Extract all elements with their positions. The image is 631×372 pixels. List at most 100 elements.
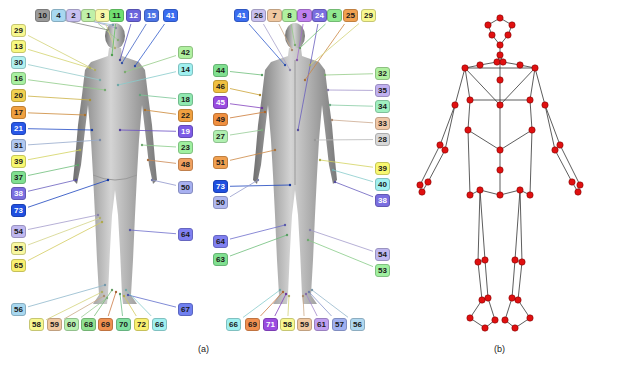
leader-line (263, 24, 290, 70)
landmark-dot (111, 54, 113, 56)
skeleton-joint (489, 32, 495, 38)
leader-line (122, 24, 146, 63)
skeleton-bone (555, 150, 578, 192)
callout-number: 59 (50, 321, 59, 329)
callout-number: 4 (56, 12, 60, 20)
callout-number: 7 (272, 12, 276, 20)
callout-number: 35 (378, 87, 387, 95)
skeleton-joint (517, 187, 523, 193)
callout-box: 56 (11, 303, 26, 316)
leader-line (298, 24, 318, 130)
callout-box: 15 (144, 9, 159, 22)
leader-line (310, 24, 359, 65)
skeleton-joint (477, 187, 483, 193)
landmark-dot (79, 149, 81, 151)
callout-number: 6 (332, 12, 336, 20)
leader-line (333, 170, 373, 182)
leader-line (291, 24, 295, 45)
landmark-dot (91, 129, 93, 131)
callout-box: 69 (98, 318, 113, 331)
callout-box: 60 (64, 318, 79, 331)
leader-line (325, 74, 373, 75)
callout-box: 57 (332, 318, 347, 331)
landmark-dot (311, 289, 313, 291)
landmark-dot (334, 181, 336, 183)
callout-box: 61 (314, 318, 329, 331)
callout-number: 23 (181, 144, 190, 152)
leader-line (312, 290, 348, 317)
landmark-dot (127, 294, 129, 296)
callout-box: 70 (116, 318, 131, 331)
landmark-dot (151, 179, 153, 181)
leader-line (309, 292, 332, 316)
leader-line (230, 89, 260, 95)
leader-line (230, 235, 287, 256)
callout-number: 70 (119, 321, 128, 329)
landmark-dot (117, 39, 119, 41)
landmark-dot (305, 293, 307, 295)
callout-box: 10 (35, 9, 50, 22)
callout-box: 42 (178, 46, 193, 59)
callout-number: 27 (216, 133, 225, 141)
landmark-dot (123, 295, 125, 297)
callout-number: 57 (335, 321, 344, 329)
skeleton-joint (500, 59, 506, 65)
callout-number: 39 (14, 158, 23, 166)
callout-number: 16 (14, 75, 23, 83)
skeleton-joint (452, 102, 458, 108)
leader-line (260, 292, 283, 316)
callout-box: 64 (178, 228, 193, 241)
skeleton-joint (482, 325, 488, 331)
skeleton-joint (477, 62, 483, 68)
skeleton-bone (445, 105, 455, 150)
skeleton-joint (467, 315, 473, 321)
skeleton-bone (488, 18, 512, 45)
leader-line (306, 294, 317, 316)
leader-line (243, 290, 280, 317)
skeleton-joint (527, 97, 533, 103)
leader-line (130, 230, 176, 234)
callout-number: 37 (14, 174, 23, 182)
landmark-dot (107, 179, 109, 181)
callout-box: 51 (213, 156, 228, 169)
callout-number: 44 (216, 67, 225, 75)
leader-line (315, 139, 373, 140)
landmark-dot (134, 65, 136, 67)
leader-line (135, 24, 165, 66)
callout-number: 31 (14, 142, 23, 150)
callout-box: 38 (375, 194, 390, 207)
callout-number: 68 (84, 321, 93, 329)
callout-box: 53 (375, 264, 390, 277)
leader-line (120, 24, 131, 60)
callout-number: 18 (181, 96, 190, 104)
callout-number: 71 (266, 321, 275, 329)
landmark-dot (264, 111, 266, 113)
callout-number: 59 (300, 321, 309, 329)
callout-box: 3 (95, 9, 110, 22)
skeleton-joint (497, 102, 503, 108)
callout-number: 28 (378, 136, 387, 144)
landmark-dot (112, 24, 114, 26)
callout-number: 8 (287, 12, 291, 20)
callout-box: 22 (178, 109, 193, 122)
callout-box: 14 (178, 63, 193, 76)
landmark-dot (331, 119, 333, 121)
skeleton-joint (462, 65, 468, 71)
callout-box: 56 (350, 318, 365, 331)
skeleton-joint (497, 52, 503, 58)
landmark-dot (103, 295, 105, 297)
skeleton-bone (500, 55, 501, 195)
skeleton-joint (557, 142, 563, 148)
skeleton-joint (442, 147, 448, 153)
leader-line (297, 24, 303, 60)
callout-box: 4 (51, 9, 66, 22)
leader-line (320, 160, 373, 167)
callout-number: 41 (166, 12, 175, 20)
skeleton-joint (497, 77, 503, 83)
callout-box: 9 (297, 9, 312, 22)
landmark-dot (307, 239, 309, 241)
callout-box: 20 (11, 89, 26, 102)
callout-box: 21 (11, 122, 26, 135)
